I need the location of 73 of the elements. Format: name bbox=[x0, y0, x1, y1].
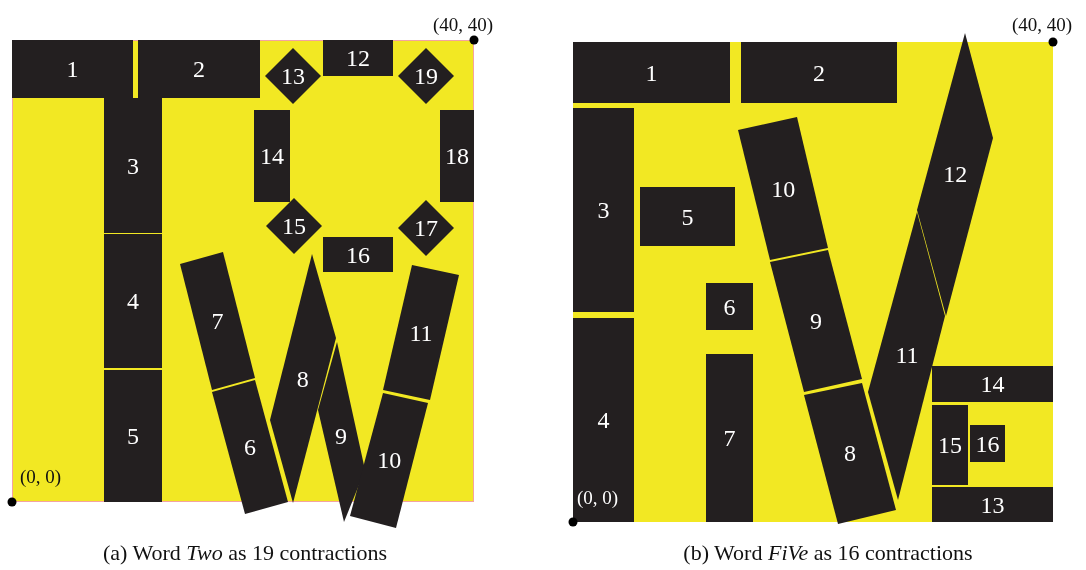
tile bbox=[738, 117, 828, 260]
tile-number: 4 bbox=[597, 408, 610, 432]
tile bbox=[254, 110, 290, 202]
tile-number: 9 bbox=[335, 424, 347, 448]
tile-number: 14 bbox=[260, 144, 284, 168]
tile bbox=[12, 40, 133, 98]
tile bbox=[932, 487, 1053, 522]
tile bbox=[104, 370, 162, 502]
tile bbox=[104, 234, 162, 368]
tile-number: 7 bbox=[723, 426, 736, 450]
tile-number: 1 bbox=[66, 57, 79, 81]
tile bbox=[706, 283, 753, 330]
tile bbox=[804, 383, 896, 524]
tile bbox=[932, 366, 1053, 402]
tile bbox=[323, 237, 393, 272]
tile-number: 2 bbox=[813, 60, 825, 85]
tile-number: 14 bbox=[980, 372, 1005, 396]
tile-number: 5 bbox=[681, 204, 694, 229]
tile bbox=[383, 265, 459, 400]
tile-number: 9 bbox=[810, 308, 822, 333]
tile-number: 6 bbox=[244, 435, 256, 459]
coordinate-label: (40, 40) bbox=[433, 14, 494, 36]
tile-number: 8 bbox=[296, 366, 309, 391]
tile bbox=[180, 252, 255, 390]
tile bbox=[706, 354, 753, 522]
tile-number: 3 bbox=[597, 198, 610, 222]
tile bbox=[573, 318, 634, 522]
tile bbox=[932, 405, 968, 485]
tile-number: 13 bbox=[980, 492, 1005, 517]
tile-number: 13 bbox=[281, 64, 305, 88]
tile bbox=[573, 42, 730, 103]
tile-number: 10 bbox=[377, 448, 402, 472]
tile bbox=[741, 42, 897, 103]
tile bbox=[440, 110, 474, 202]
tile bbox=[138, 40, 260, 98]
tile bbox=[318, 342, 365, 522]
tile-number: 16 bbox=[975, 431, 1000, 456]
tile-number: 3 bbox=[127, 153, 139, 178]
tile-number: 18 bbox=[445, 144, 469, 168]
tile-number: 12 bbox=[346, 46, 370, 70]
tile bbox=[770, 250, 862, 392]
tile-number: 7 bbox=[211, 309, 224, 333]
tile-number: 6 bbox=[723, 294, 736, 319]
tile-number: 10 bbox=[771, 176, 796, 201]
coordinate-label: (0, 0) bbox=[20, 466, 62, 488]
tile bbox=[398, 200, 454, 256]
tile bbox=[350, 393, 428, 528]
tile-number: 19 bbox=[414, 64, 438, 88]
tile-number: 12 bbox=[943, 162, 968, 187]
tile-number: 15 bbox=[938, 433, 962, 457]
tile-number: 4 bbox=[127, 289, 139, 313]
caption: (a) Word Two as 19 contractions bbox=[103, 540, 387, 566]
tile-number: 11 bbox=[895, 343, 919, 367]
tile-number: 2 bbox=[193, 57, 205, 81]
tile bbox=[212, 380, 288, 514]
tile-number: 15 bbox=[282, 214, 306, 238]
tile-number: 1 bbox=[645, 60, 658, 85]
tile bbox=[398, 48, 454, 104]
tile bbox=[104, 98, 162, 233]
coordinate-label: (40, 40) bbox=[1012, 14, 1073, 36]
tile-number: 17 bbox=[414, 216, 438, 240]
tile-number: 16 bbox=[346, 242, 370, 267]
caption: (b) Word FiVe as 16 contractions bbox=[683, 540, 973, 566]
tile bbox=[323, 40, 393, 76]
coordinate-label: (0, 0) bbox=[577, 487, 619, 509]
tile bbox=[970, 425, 1005, 462]
tile bbox=[573, 108, 634, 312]
tile bbox=[917, 33, 993, 316]
tile bbox=[265, 48, 321, 104]
tile-number: 8 bbox=[844, 441, 856, 465]
tile-number: 11 bbox=[409, 320, 433, 345]
tile bbox=[640, 187, 735, 246]
tile-number: 5 bbox=[127, 424, 139, 448]
